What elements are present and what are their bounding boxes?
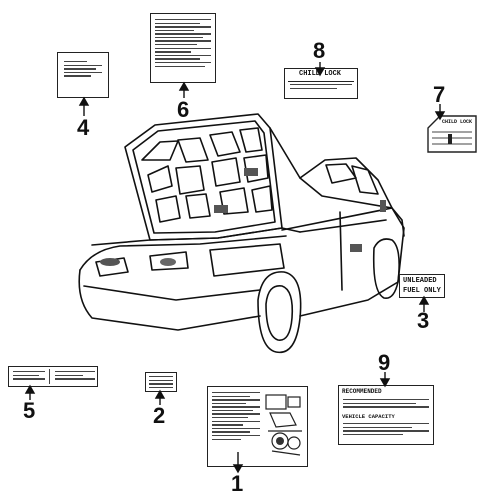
label-part-1 xyxy=(207,386,308,467)
unleaded-text: UNLEADED xyxy=(403,277,437,285)
vehicle-capacity-text: VEHICLE CAPACITY xyxy=(342,413,395,420)
callout-1: 1 xyxy=(231,471,244,496)
fuel-only-text: FUEL ONLY xyxy=(403,287,441,295)
engine-diagram-icon xyxy=(265,394,302,456)
label-part-6 xyxy=(150,13,216,83)
callout-3: 3 xyxy=(417,308,430,333)
callout-4: 4 xyxy=(77,115,90,140)
child-lock-small-text: CHILD LOCK xyxy=(442,119,473,125)
recommended-text: RECOMMENDED xyxy=(342,388,382,395)
label-part-3: UNLEADED FUEL ONLY xyxy=(399,274,445,298)
callout-8: 8 xyxy=(313,38,326,63)
label-part-5 xyxy=(8,366,98,387)
callout-5: 5 xyxy=(23,398,36,423)
label-part-7 xyxy=(427,115,477,153)
label-part-9: RECOMMENDED VEHICLE CAPACITY xyxy=(338,385,434,445)
label-part-4 xyxy=(57,52,109,98)
callout-9: 9 xyxy=(378,350,391,375)
callout-7: 7 xyxy=(433,82,446,107)
callout-6: 6 xyxy=(177,97,190,122)
callout-2: 2 xyxy=(153,403,166,428)
